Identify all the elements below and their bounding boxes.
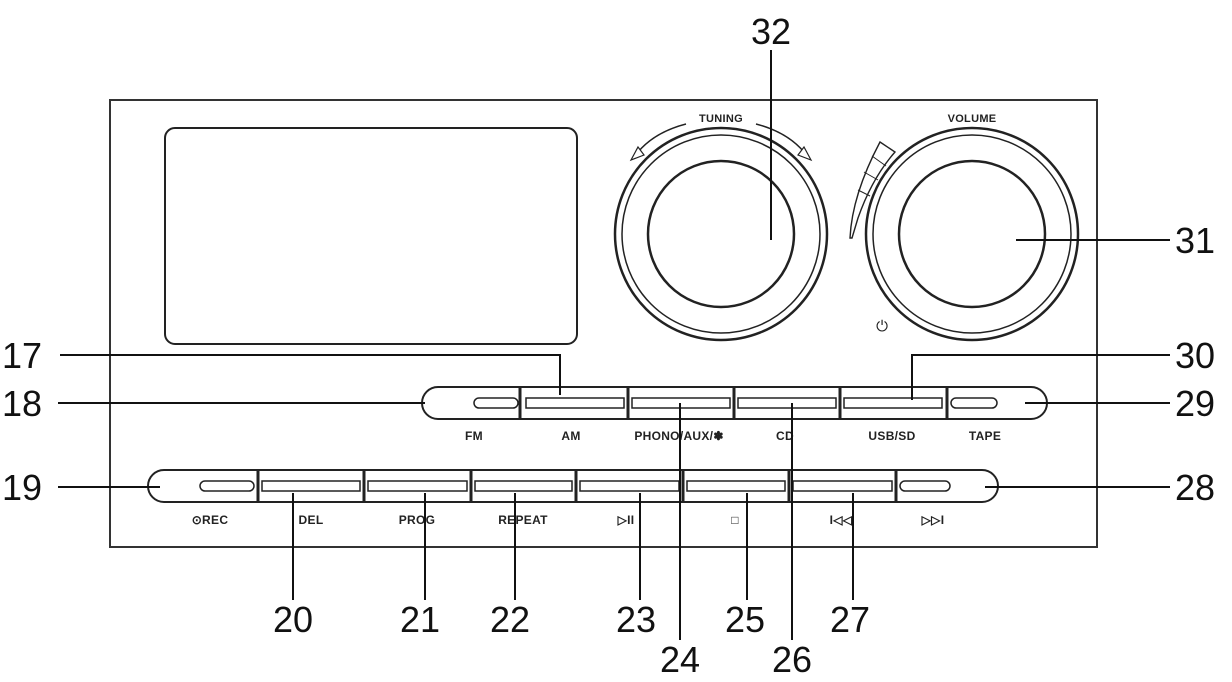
- usb-sd-button[interactable]: [843, 397, 943, 409]
- tape-button[interactable]: [950, 397, 998, 409]
- callout-18: 18: [2, 383, 42, 424]
- leader-lines: [58, 50, 1170, 640]
- previous-button[interactable]: [792, 480, 893, 492]
- control-button-bar: ⊙REC DEL PROG REPEAT ▷II □ I◁◁ ▷▷I: [147, 469, 999, 527]
- leader-17: [60, 354, 561, 395]
- callout-26: 26: [772, 639, 812, 680]
- callout-28: 28: [1175, 467, 1215, 508]
- am-button[interactable]: [525, 397, 625, 409]
- callout-23: 23: [616, 599, 656, 640]
- volume-level-wedge-icon: [849, 140, 897, 239]
- tuning-left-arrow-icon: [637, 123, 687, 153]
- display-window: [164, 127, 578, 345]
- callout-29: 29: [1175, 383, 1215, 424]
- volume-label: VOLUME: [948, 113, 997, 125]
- cd-button[interactable]: [737, 397, 837, 409]
- callout-27: 27: [830, 599, 870, 640]
- stop-icon: □: [731, 513, 739, 527]
- callout-19: 19: [2, 467, 42, 508]
- fm-button[interactable]: [473, 397, 519, 409]
- prog-button[interactable]: [367, 480, 468, 492]
- callout-20: 20: [273, 599, 313, 640]
- callout-31: 31: [1175, 220, 1215, 261]
- callout-32: 32: [751, 11, 791, 52]
- am-label: AM: [561, 429, 580, 443]
- fm-label: FM: [465, 429, 483, 443]
- tape-label: TAPE: [969, 429, 1001, 443]
- cd-label: CD: [776, 429, 794, 443]
- phono-aux-bt-label: PHONO/AUX/✽: [634, 429, 723, 443]
- del-label: DEL: [299, 513, 324, 527]
- callout-21: 21: [400, 599, 440, 640]
- callout-25: 25: [725, 599, 765, 640]
- leader-30: [911, 354, 1170, 400]
- previous-icon: I◁◁: [830, 513, 853, 527]
- rec-label: ⊙REC: [192, 513, 229, 527]
- callout-30: 30: [1175, 335, 1215, 376]
- tuning-knob: TUNING: [613, 113, 829, 342]
- repeat-button[interactable]: [474, 480, 573, 492]
- stop-button[interactable]: [686, 480, 786, 492]
- next-button[interactable]: [899, 480, 951, 492]
- tuning-right-arrow-icon: [755, 123, 805, 153]
- next-icon: ▷▷I: [921, 513, 945, 527]
- del-button[interactable]: [261, 480, 361, 492]
- repeat-label: REPEAT: [498, 513, 548, 527]
- play-pause-button[interactable]: [579, 480, 680, 492]
- rec-button[interactable]: [199, 480, 255, 492]
- callout-17: 17: [2, 335, 42, 376]
- power-icon: ⏻: [876, 317, 888, 335]
- tuning-label: TUNING: [699, 113, 743, 125]
- volume-knob: VOLUME ⏻: [849, 113, 1080, 342]
- play-pause-icon: ▷II: [617, 513, 635, 527]
- prog-label: PROG: [399, 513, 436, 527]
- callout-24: 24: [660, 639, 700, 680]
- usb-sd-label: USB/SD: [868, 429, 915, 443]
- callout-22: 22: [490, 599, 530, 640]
